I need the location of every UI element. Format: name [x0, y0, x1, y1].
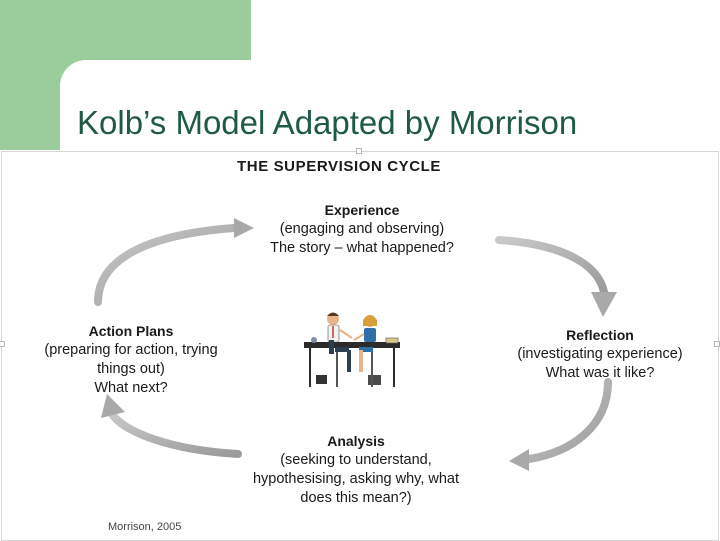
arrowhead-bottom-right [509, 449, 529, 471]
stage-analysis: Analysis (seeking to understand, hypothe… [220, 432, 492, 508]
arrow-bottom-right [529, 382, 608, 459]
stage-title: Reflection [490, 326, 710, 345]
stage-line: (engaging and observing) [212, 220, 512, 239]
stage-title: Experience [212, 201, 512, 220]
supervision-cycle-diagram: THE SUPERVISION CYCLE Experience (engagi… [1, 151, 719, 541]
stage-title: Action Plans [16, 322, 246, 341]
arrow-top-right [499, 240, 604, 292]
resize-handle-right[interactable] [714, 341, 720, 347]
resize-handle-top[interactable] [356, 148, 362, 154]
stage-line: What was it like? [490, 364, 710, 383]
stage-line: What next? [16, 379, 246, 398]
stage-line: (seeking to understand, [220, 451, 492, 470]
stage-experience: Experience (engaging and observing) The … [212, 201, 512, 258]
stage-action-plans: Action Plans (preparing for action, tryi… [16, 322, 246, 398]
stage-reflection: Reflection (investigating experience) Wh… [490, 326, 710, 383]
stage-line: hypothesising, asking why, what [220, 470, 492, 489]
stage-line: things out) [16, 360, 246, 379]
stage-line: does this mean?) [220, 489, 492, 508]
slide-title: Kolb’s Model Adapted by Morrison [77, 104, 577, 142]
stage-line: (investigating experience) [490, 345, 710, 364]
credit-citation: Morrison, 2005 [108, 518, 181, 537]
stage-line: (preparing for action, trying [16, 341, 246, 360]
resize-handle-left[interactable] [0, 341, 5, 347]
stage-title: Analysis [220, 432, 492, 451]
cycle-heading: THE SUPERVISION CYCLE [237, 158, 441, 176]
supervision-meeting-illustration [304, 313, 400, 388]
arrowhead-top-right [591, 292, 617, 317]
stage-line: The story – what happened? [212, 239, 512, 258]
